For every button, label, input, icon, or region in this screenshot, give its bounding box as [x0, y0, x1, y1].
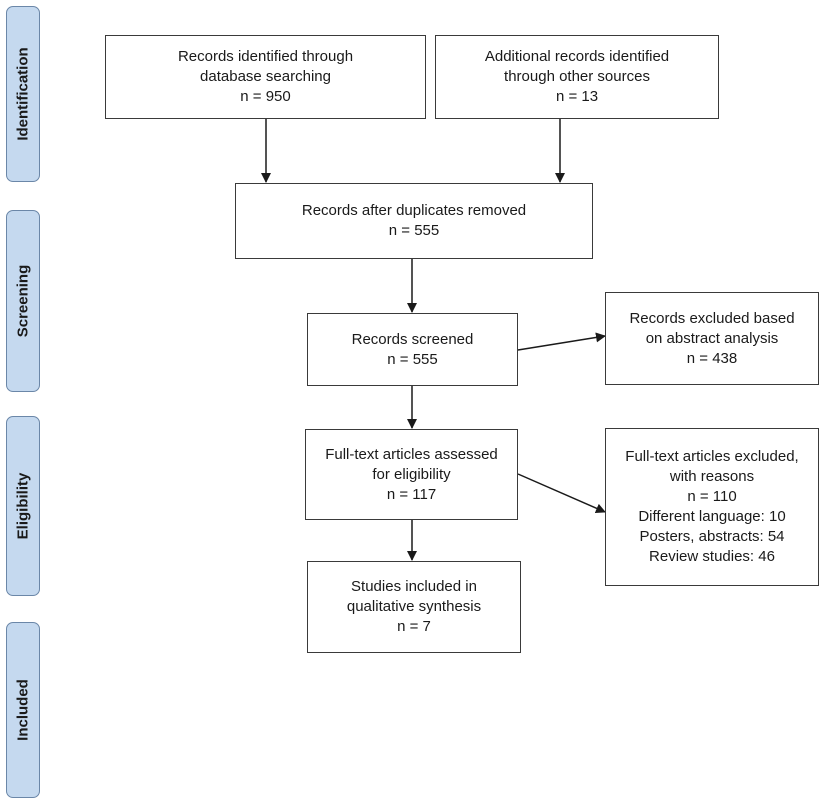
phase-identification: Identification [6, 6, 40, 182]
reason-posters-abstracts: Posters, abstracts: 54 [639, 528, 785, 545]
fulltext-assessed-count: n = 117 [386, 485, 437, 503]
database-line2: database searching [200, 68, 331, 85]
excluded-abstract-count: n = 438 [686, 349, 738, 367]
box-excluded-abstract: Records excluded based on abstract analy… [605, 292, 819, 385]
fulltext-assessed-line1: Full-text articles assessed [325, 445, 498, 463]
other-sources-line2: through other sources [504, 68, 650, 85]
phase-included: Included [6, 622, 40, 798]
fulltext-excluded-count: n = 110 [687, 488, 737, 505]
fulltext-excluded-line1: Full-text articles excluded, [625, 448, 799, 465]
box-included-studies: Studies included in qualitative synthesi… [307, 561, 521, 653]
fulltext-assessed-line2: for eligibility [372, 465, 451, 483]
arrow-fulltext-to-excluded [517, 473, 606, 513]
box-fulltext-excluded: Full-text articles excluded, with reason… [605, 428, 819, 586]
included-studies-line2: qualitative synthesis [346, 598, 482, 615]
after-duplicates-line1: Records after duplicates removed [301, 202, 527, 219]
box-other-sources: Additional records identified through ot… [435, 35, 719, 119]
fulltext-excluded-line2: with reasons [669, 468, 755, 485]
reason-different-language: Different language: 10 [638, 508, 786, 525]
box-fulltext-assessed: Full-text articles assessed for eligibil… [305, 429, 518, 520]
excluded-abstract-line1: Records excluded based [629, 309, 795, 327]
box-database-searching: Records identified through database sear… [105, 35, 426, 119]
included-studies-count: n = 7 [397, 618, 431, 635]
reason-review-studies: Review studies: 46 [649, 548, 775, 565]
other-sources-line1: Additional records identified [484, 48, 670, 65]
arrow-screened-to-excluded [517, 332, 606, 351]
included-studies-line1: Studies included in [351, 578, 477, 595]
box-records-screened: Records screened n = 555 [307, 313, 518, 386]
other-sources-count: n = 13 [555, 88, 599, 105]
after-duplicates-count: n = 555 [388, 222, 440, 239]
phase-eligibility: Eligibility [6, 416, 40, 596]
box-after-duplicates: Records after duplicates removed n = 555 [235, 183, 593, 259]
phase-screening: Screening [6, 210, 40, 392]
records-screened-count: n = 555 [387, 350, 438, 368]
excluded-abstract-line2: on abstract analysis [645, 329, 779, 347]
database-line1: Records identified through [177, 48, 354, 65]
records-screened-line1: Records screened [351, 330, 474, 348]
database-count: n = 950 [240, 88, 291, 105]
